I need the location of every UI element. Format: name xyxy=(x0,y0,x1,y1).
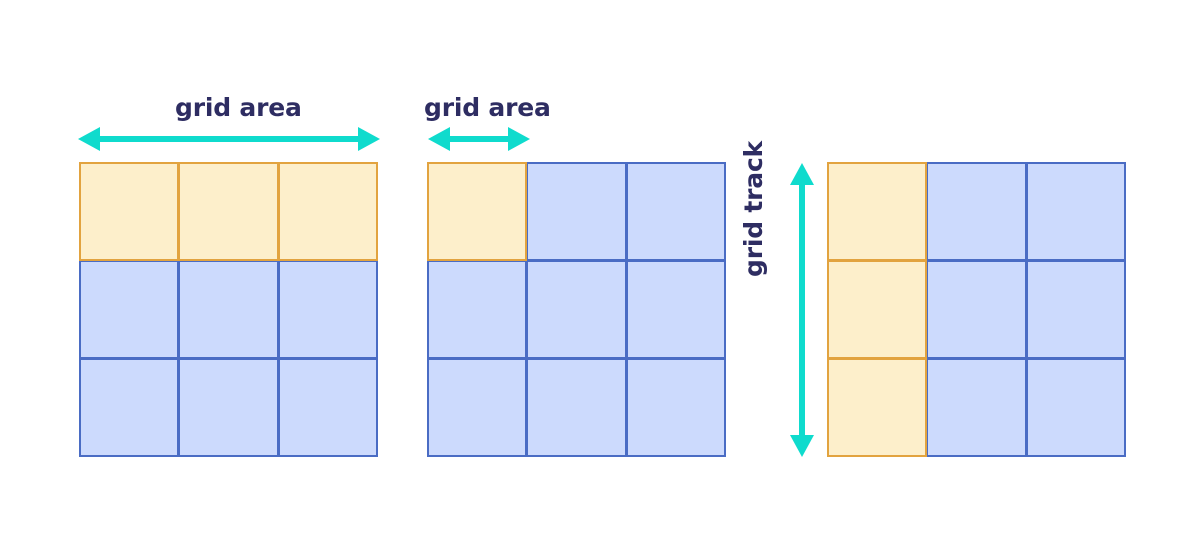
grid-cell-r1c3 xyxy=(277,162,378,261)
grid-cell-r2c1 xyxy=(827,260,928,359)
figure-grid-track: grid track xyxy=(739,0,1200,543)
grid-cell-r2c1 xyxy=(79,260,180,359)
grid-cell-r3c2 xyxy=(926,358,1027,457)
grid-cell-r3c1 xyxy=(827,358,928,457)
grid-cell-r2c3 xyxy=(625,260,726,359)
arrow-horizontal-grid-area-row xyxy=(78,127,380,151)
grid-cell-r1c3 xyxy=(625,162,726,261)
grid-cell-r1c3 xyxy=(1025,162,1126,261)
figure-grid-area-cell: grid area xyxy=(400,0,750,543)
grid-cell-r3c3 xyxy=(277,358,378,457)
grid-cell-r1c1 xyxy=(79,162,180,261)
grid-cell-r2c3 xyxy=(277,260,378,359)
grid-cell-r3c2 xyxy=(178,358,279,457)
figure-grid-area-row: grid area xyxy=(0,0,400,543)
grid-cell-r2c1 xyxy=(427,260,528,359)
label-grid-area-row: grid area xyxy=(175,93,302,122)
grid-cell-r2c2 xyxy=(526,260,627,359)
grid-cell-r2c2 xyxy=(178,260,279,359)
grid-figure-1 xyxy=(79,162,378,457)
label-grid-area-cell: grid area xyxy=(424,93,551,122)
grid-cell-r1c2 xyxy=(178,162,279,261)
grid-figure-2 xyxy=(427,162,726,457)
grid-cell-r3c1 xyxy=(79,358,180,457)
grid-cell-r3c3 xyxy=(625,358,726,457)
grid-cell-r3c1 xyxy=(427,358,528,457)
arrow-horizontal-grid-area-cell xyxy=(428,127,530,151)
grid-cell-r2c3 xyxy=(1025,260,1126,359)
grid-cell-r1c1 xyxy=(827,162,928,261)
grid-cell-r1c2 xyxy=(526,162,627,261)
grid-cell-r1c2 xyxy=(926,162,1027,261)
grid-cell-r2c2 xyxy=(926,260,1027,359)
arrow-vertical-grid-track xyxy=(790,163,814,457)
grid-cell-r1c1 xyxy=(427,162,528,261)
grid-cell-r3c3 xyxy=(1025,358,1126,457)
label-grid-track: grid track xyxy=(739,141,768,277)
grid-figure-3 xyxy=(827,162,1126,457)
grid-cell-r3c2 xyxy=(526,358,627,457)
